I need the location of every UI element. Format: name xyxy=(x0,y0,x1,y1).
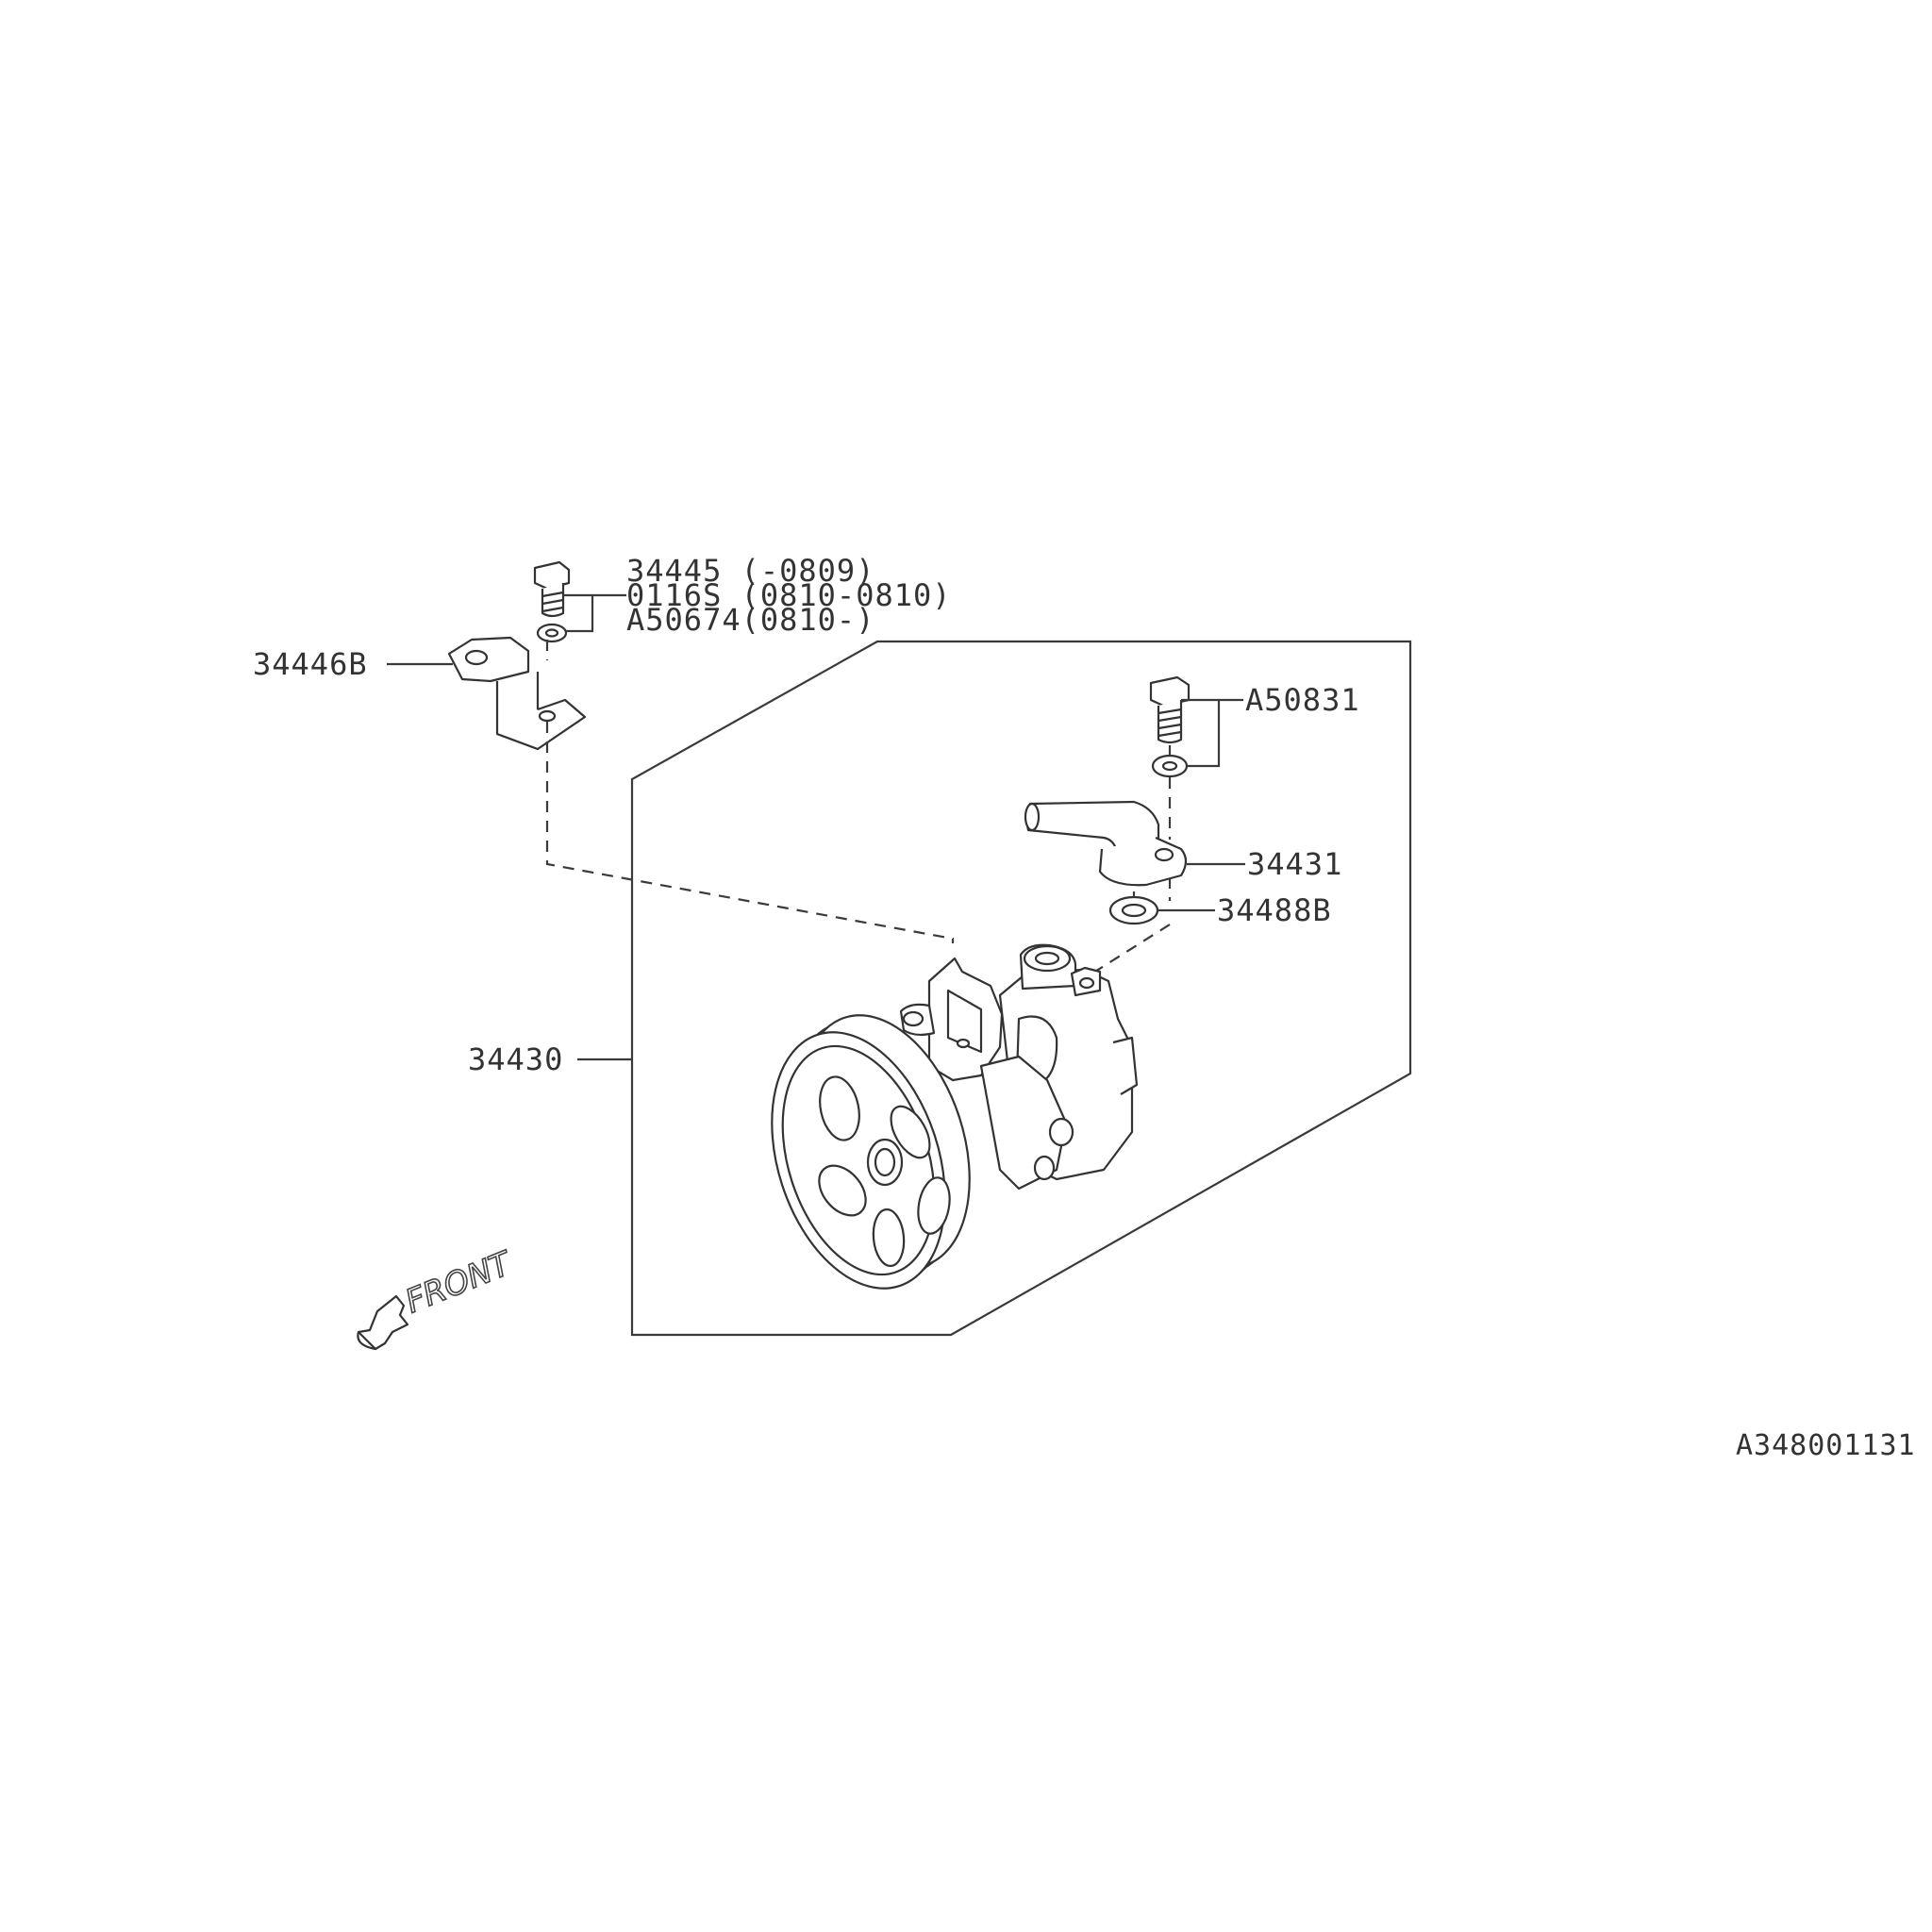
label-34446b: 34446B xyxy=(253,646,368,682)
label-34431: 34431 xyxy=(1247,846,1342,882)
front-arrow-icon xyxy=(357,1294,409,1351)
washer-a50831-icon[interactable] xyxy=(1151,754,1189,778)
label-0116s: 0116S (0810-0810) xyxy=(626,577,952,613)
label-front: FRONT xyxy=(400,1244,518,1321)
gasket-34488b-icon[interactable] xyxy=(1108,895,1159,925)
label-34430: 34430 xyxy=(468,1041,563,1077)
label-34488b: 34488B xyxy=(1217,892,1332,928)
diagram-code: A348001131 xyxy=(1736,1429,1916,1462)
assembly-line-bracket xyxy=(545,640,955,943)
label-a50831: A50831 xyxy=(1245,682,1360,718)
washer-34445-icon[interactable] xyxy=(536,623,568,643)
pump-assembly-outline xyxy=(630,640,1412,1337)
bracket-34446b-icon[interactable] xyxy=(447,636,587,751)
label-34445: 34445 (-0809) xyxy=(626,553,874,589)
label-a50674: A50674(0810-) xyxy=(626,602,874,638)
pipe-34431-icon[interactable] xyxy=(1024,800,1188,887)
power-steering-pump-icon[interactable] xyxy=(741,943,1139,1311)
bolt-a50831-icon[interactable] xyxy=(1149,675,1191,744)
bolt-34445-icon[interactable] xyxy=(533,560,571,618)
